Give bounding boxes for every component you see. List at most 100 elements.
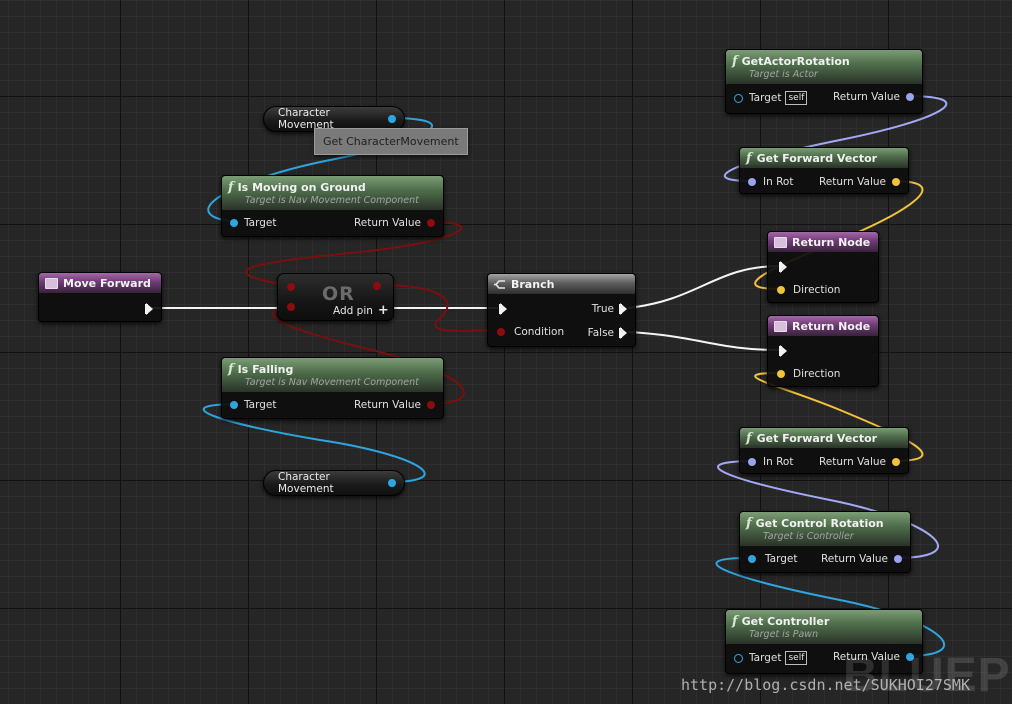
object-input-pin[interactable] xyxy=(230,401,238,409)
exec-output-pin[interactable] xyxy=(145,303,153,315)
bool-wire-or-condition xyxy=(377,284,501,332)
condition-pin-row[interactable]: Condition xyxy=(497,325,564,339)
get-controller-node[interactable]: f Get Controller Target is Pawn Target s… xyxy=(725,609,923,674)
node-header: Move Forward xyxy=(39,273,161,293)
pin-label: Target xyxy=(749,652,782,664)
object-output-pin[interactable] xyxy=(906,653,914,661)
exec-true-pin[interactable] xyxy=(619,303,627,315)
character-movement-var-bottom[interactable]: Character Movement xyxy=(263,470,405,496)
rotator-output-pin[interactable] xyxy=(894,555,902,563)
return-node-1[interactable]: Return Node Direction xyxy=(767,231,879,303)
node-subtitle: Target is Nav Movement Component xyxy=(245,377,419,388)
false-pin-row[interactable]: False xyxy=(588,326,627,340)
exec-wire-true-return1 xyxy=(627,265,781,309)
target-pin-row[interactable]: Target self xyxy=(734,651,808,665)
function-f-icon: f xyxy=(228,180,234,195)
return-value-pin-row[interactable]: Return Value xyxy=(833,90,914,104)
get-control-rotation-node[interactable]: f Get Control Rotation Target is Control… xyxy=(739,511,911,573)
exec-output-row[interactable] xyxy=(145,302,153,316)
vector-output-pin[interactable] xyxy=(892,458,900,466)
pin-label: Return Value xyxy=(818,176,886,188)
object-output-pin[interactable] xyxy=(388,479,396,487)
pin-label: Return Value xyxy=(820,553,888,565)
direction-pin-row[interactable]: Direction xyxy=(777,367,840,381)
or-output-pin[interactable] xyxy=(373,282,381,290)
return-value-pin-row[interactable]: Return Value xyxy=(819,455,900,469)
rotator-input-pin[interactable] xyxy=(748,458,756,466)
pin-label: Return Value xyxy=(832,651,900,663)
function-f-icon: f xyxy=(732,614,738,629)
object-input-pin[interactable] xyxy=(734,653,743,663)
pin-label: Target xyxy=(244,217,277,229)
vector-input-pin[interactable] xyxy=(777,370,785,378)
vector-output-pin[interactable] xyxy=(892,178,900,186)
pin-label: In Rot xyxy=(763,176,794,188)
get-forward-vector-node-2[interactable]: f Get Forward Vector In Rot Return Value xyxy=(739,427,909,474)
get-actor-rotation-node[interactable]: f GetActorRotation Target is Actor Targe… xyxy=(725,49,923,114)
exec-input-pin[interactable] xyxy=(499,303,507,315)
node-title: Return Node xyxy=(792,235,871,249)
object-input-pin[interactable] xyxy=(230,219,238,227)
bool-output-pin[interactable] xyxy=(427,401,435,409)
object-input-pin[interactable] xyxy=(748,555,756,563)
character-movement-var-top[interactable]: Character Movement xyxy=(263,106,405,132)
add-pin-button[interactable]: Add pin + xyxy=(333,304,389,317)
pin-label: Target xyxy=(749,92,782,104)
branch-node[interactable]: Branch True Condition False xyxy=(487,273,636,347)
node-header: Return Node xyxy=(768,316,878,336)
bool-input-pin[interactable] xyxy=(497,328,505,336)
return-value-pin-row[interactable]: Return Value xyxy=(819,175,900,189)
return-value-pin-row[interactable]: Return Value xyxy=(354,398,435,412)
exec-input-row[interactable] xyxy=(779,260,787,274)
node-subtitle: Target is Actor xyxy=(749,69,818,80)
function-f-icon: f xyxy=(228,362,234,377)
or-input-pin-b[interactable] xyxy=(287,303,295,311)
return-value-pin-row[interactable]: Return Value xyxy=(821,552,902,566)
direction-pin-row[interactable]: Direction xyxy=(777,283,840,297)
return-node-2[interactable]: Return Node Direction xyxy=(767,315,879,387)
node-title: Get Forward Vector xyxy=(756,431,878,445)
or-input-pin-a[interactable] xyxy=(287,283,295,291)
target-pin-row[interactable]: Target self xyxy=(734,91,808,105)
in-rot-pin-row[interactable]: In Rot xyxy=(748,455,793,469)
tooltip-get-charactermovement: Get CharacterMovement xyxy=(314,128,468,155)
node-subtitle: Target is Controller xyxy=(763,531,854,542)
pin-label: Direction xyxy=(793,284,841,296)
exec-input-row[interactable] xyxy=(499,302,507,316)
pin-label: Target xyxy=(765,553,798,565)
exec-input-row[interactable] xyxy=(779,344,787,358)
rotator-output-pin[interactable] xyxy=(906,93,914,101)
get-forward-vector-node-1[interactable]: f Get Forward Vector In Rot Return Value xyxy=(739,147,909,194)
object-output-pin[interactable] xyxy=(388,115,396,123)
or-node[interactable]: OR Add pin + xyxy=(277,273,394,321)
true-pin-row[interactable]: True xyxy=(592,302,627,316)
target-pin-row[interactable]: Target xyxy=(230,216,276,230)
rotator-input-pin[interactable] xyxy=(748,178,756,186)
bool-output-pin[interactable] xyxy=(427,219,435,227)
return-value-pin-row[interactable]: Return Value xyxy=(354,216,435,230)
target-pin-row[interactable]: Target xyxy=(230,398,276,412)
event-node-icon xyxy=(45,277,58,289)
false-label: False xyxy=(587,327,614,339)
object-input-pin[interactable] xyxy=(734,93,743,103)
is-falling-node[interactable]: f Is Falling Target is Nav Movement Comp… xyxy=(221,357,444,419)
blog-url-watermark: http://blog.csdn.net/SUKHOI27SMK xyxy=(681,676,970,694)
node-title: Get Control Rotation xyxy=(755,517,884,530)
self-default-box[interactable]: self xyxy=(785,91,808,105)
target-pin-row[interactable]: Target xyxy=(748,552,797,566)
move-forward-event-node[interactable]: Move Forward xyxy=(38,272,162,322)
self-default-box[interactable]: self xyxy=(785,651,808,665)
node-title: Branch xyxy=(511,277,555,291)
node-title: Is Moving on Ground xyxy=(237,181,366,194)
is-moving-on-ground-node[interactable]: f Is Moving on Ground Target is Nav Move… xyxy=(221,175,444,237)
return-node-icon xyxy=(774,236,787,248)
node-header: f Get Forward Vector xyxy=(740,148,908,168)
vector-input-pin[interactable] xyxy=(777,286,785,294)
function-f-icon: f xyxy=(732,54,738,69)
exec-false-pin[interactable] xyxy=(619,327,627,339)
exec-input-pin[interactable] xyxy=(779,345,787,357)
or-title: OR xyxy=(322,283,355,305)
in-rot-pin-row[interactable]: In Rot xyxy=(748,175,793,189)
exec-input-pin[interactable] xyxy=(779,261,787,273)
return-value-pin-row[interactable]: Return Value xyxy=(833,650,914,664)
